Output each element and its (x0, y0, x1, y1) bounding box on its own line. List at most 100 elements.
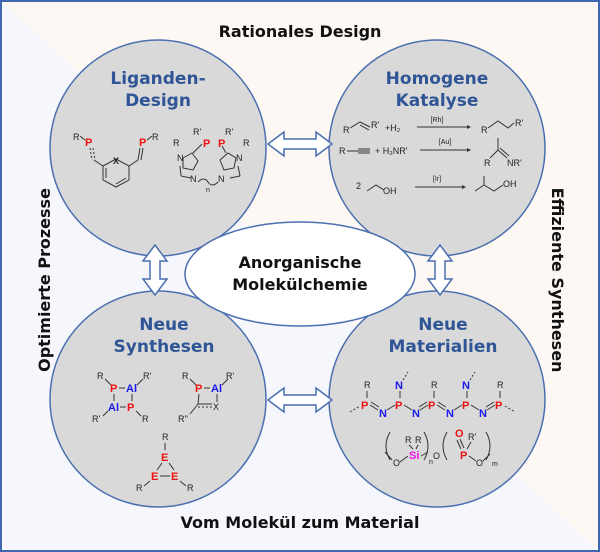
svg-text:R'': R'' (178, 414, 188, 424)
title-materialien-line1: Neue (418, 315, 467, 335)
title-materialien-line2: Materialien (388, 337, 497, 357)
svg-text:P: P (361, 400, 368, 412)
svg-text:E: E (151, 471, 158, 483)
svg-text:N: N (412, 408, 420, 420)
svg-text:R: R (152, 132, 159, 142)
svg-text:R: R (484, 158, 491, 168)
svg-text:N: N (236, 153, 243, 163)
svg-text:[Ir]: [Ir] (433, 176, 441, 183)
svg-text:P: P (495, 400, 502, 412)
svg-text:NR': NR' (507, 158, 522, 168)
svg-text:P: P (460, 450, 467, 462)
svg-text:R: R (415, 435, 422, 445)
arrow-bottom-horizontal (266, 386, 334, 414)
arrow-top-horizontal (266, 130, 334, 158)
svg-text:N: N (446, 408, 454, 420)
svg-text:N: N (462, 380, 470, 392)
svg-text:2: 2 (356, 181, 361, 191)
svg-text:P: P (195, 383, 202, 395)
center-ellipse (184, 221, 416, 327)
svg-text:Al: Al (126, 383, 137, 395)
label-top: Rationales Design (219, 22, 382, 41)
title-katalyse-line2: Katalyse (396, 91, 479, 111)
svg-text:E: E (161, 452, 168, 464)
svg-text:[Au]: [Au] (439, 139, 452, 146)
svg-text:+ H₂NR': + H₂NR' (375, 146, 408, 156)
svg-text:R: R (136, 483, 143, 493)
svg-text:R: R (182, 371, 189, 381)
svg-text:R': R' (226, 371, 234, 381)
svg-text:N: N (218, 174, 225, 184)
svg-text:P: P (395, 400, 402, 412)
structure-polyphosphazene-chain: R P N N P N R P N N P N R P (349, 371, 516, 420)
svg-text:P: P (428, 400, 435, 412)
structure-p2al2-ring: R P Al R' Al P R' R (92, 371, 151, 424)
label-bottom: Vom Molekül zum Material (181, 513, 420, 532)
svg-text:R: R (481, 125, 488, 135)
structure-siloxane-phosphate-copolymer: R R Si O n O O R' P O m (384, 428, 498, 468)
title-synthesen-line2: Synthesen (114, 337, 215, 357)
svg-text:R': R' (515, 118, 523, 128)
svg-text:P: P (203, 138, 210, 150)
svg-text:P: P (139, 137, 146, 149)
reaction-guerbet: 2 OH [Ir] OH (356, 176, 517, 196)
svg-text:X: X (213, 402, 219, 412)
label-left: Optimierte Prozesse (35, 188, 54, 372)
svg-text:R': R' (92, 414, 100, 424)
svg-text:N: N (379, 408, 387, 420)
svg-text:P: P (85, 137, 92, 149)
svg-text:P: P (218, 138, 225, 150)
svg-text:R: R (73, 132, 80, 142)
svg-text:R: R (142, 414, 149, 424)
center-line1: Anorganische (238, 253, 361, 272)
svg-text:P: P (462, 400, 469, 412)
svg-text:R': R' (143, 371, 151, 381)
svg-text:R: R (187, 483, 194, 493)
svg-text:m: m (492, 461, 498, 468)
svg-text:[Rh]: [Rh] (431, 117, 444, 124)
svg-text:X: X (113, 156, 119, 166)
svg-text:O: O (455, 428, 464, 440)
svg-text:E: E (171, 471, 178, 483)
svg-text:R': R' (225, 127, 233, 137)
arrow-left-vertical (141, 243, 169, 297)
structure-pal-heterocycle: R P Al R' X R'' (178, 371, 234, 424)
svg-text:O: O (476, 458, 483, 468)
svg-text:P: P (127, 402, 134, 414)
arrow-right-vertical (426, 243, 454, 297)
svg-text:N: N (479, 408, 487, 420)
svg-text:R: R (405, 435, 412, 445)
svg-text:R: R (173, 138, 180, 148)
svg-text:R: R (97, 371, 104, 381)
svg-text:R: R (343, 125, 350, 135)
svg-text:P: P (110, 383, 117, 395)
label-right: Effiziente Synthesen (548, 188, 567, 373)
title-liganden-line2: Design (125, 91, 191, 111)
title-synthesen-line1: Neue (139, 315, 188, 335)
svg-text:R': R' (371, 120, 379, 130)
svg-text:OH: OH (383, 186, 397, 196)
center-line2: Molekülchemie (232, 275, 368, 294)
structure-e3-triangle: R E E E R R (136, 432, 194, 493)
svg-text:n: n (429, 459, 433, 466)
svg-text:N: N (177, 153, 184, 163)
reaction-hydroamination: R + H₂NR' [Au] R NR' (339, 138, 522, 168)
structure-pincer-ligand: R P X P R (73, 132, 159, 188)
svg-text:O: O (393, 458, 400, 468)
svg-text:R: R (497, 380, 504, 390)
svg-text:Al: Al (211, 383, 222, 395)
svg-text:R': R' (193, 127, 201, 137)
svg-text:N: N (395, 380, 403, 392)
svg-text:+H₂: +H₂ (385, 123, 401, 133)
title-liganden-line1: Liganden- (110, 69, 205, 89)
svg-text:R': R' (468, 432, 476, 442)
title-katalyse-line1: Homogene (386, 69, 489, 89)
reaction-hydrogenation: R R' +H₂ [Rh] R R' (343, 117, 523, 135)
svg-text:Al: Al (108, 402, 119, 414)
svg-text:O: O (433, 451, 440, 461)
svg-text:Si: Si (409, 450, 419, 462)
structure-bis-nhc-phosphinidene: R N N R' P n N P R' N R (173, 127, 250, 194)
svg-text:R: R (243, 138, 250, 148)
